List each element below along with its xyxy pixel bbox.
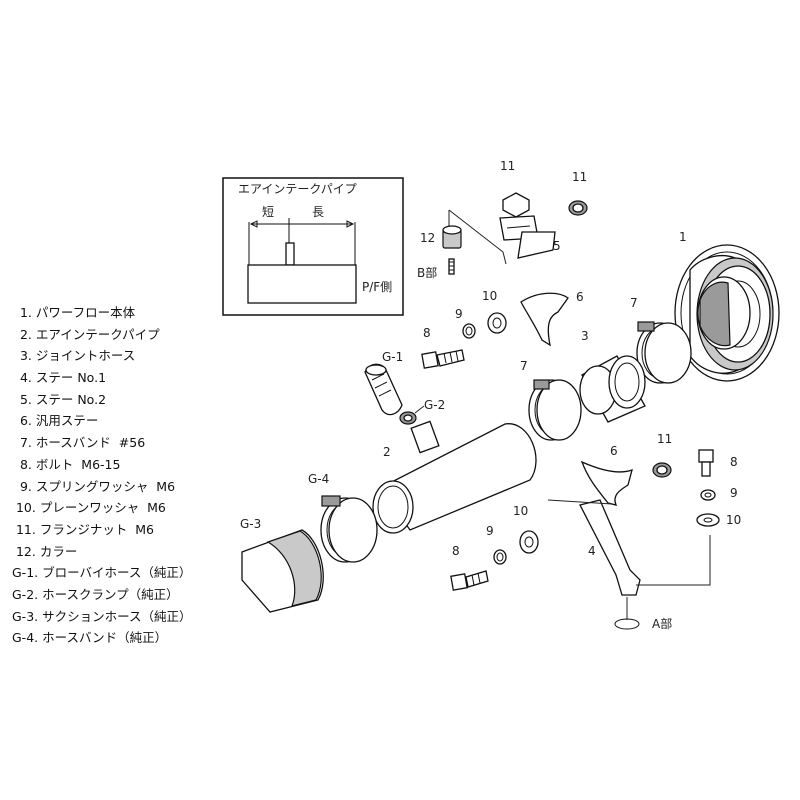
callout-11c: 11: [657, 432, 672, 446]
suction-hose: G-3: [240, 517, 324, 613]
legend-item: 10. プレーンワッシャ M6: [12, 500, 166, 516]
legend-item: 2. エアインテークパイプ: [12, 326, 160, 342]
detail-b-label: B部: [417, 265, 437, 280]
legend-item: 3. ジョイントホース: [12, 348, 136, 364]
callout-7b: 7: [520, 359, 528, 373]
legend-item: 1. パワーフロー本体: [12, 305, 136, 320]
legend-item: 11. フランジナット M6: [12, 521, 155, 537]
oem-hose-band: G-4: [308, 472, 378, 563]
callout-10c: 10: [726, 513, 741, 527]
callout-7a: 7: [630, 296, 638, 310]
callout-g2: G-2: [424, 398, 445, 412]
upper-bracket-group: 11 11 5 12 B部: [417, 159, 588, 280]
inset-long-label: 長: [312, 205, 324, 219]
legend-item: 5. ステー No.2: [12, 391, 107, 407]
blow-by-hose: G-1: [364, 350, 403, 416]
legend-item: G-1. ブローバイホース（純正）: [12, 565, 192, 581]
callout-5: 5: [553, 239, 561, 253]
inset-side-label: P/F側: [362, 280, 392, 294]
lower-hardware: 8 9 10: [450, 504, 539, 591]
orientation-inset: エアインテークパイプ 短 長 P/F側: [222, 177, 404, 316]
callout-4: 4: [588, 544, 596, 558]
callout-11b: 11: [572, 170, 587, 184]
legend-item: G-2. ホースクランプ（純正）: [12, 586, 179, 602]
legend-item: G-4. ホースバンド（純正）: [12, 630, 168, 646]
legend-item: 7. ホースバンド #56: [12, 435, 146, 451]
callout-g1: G-1: [382, 350, 403, 364]
callout-1: 1: [679, 230, 687, 244]
inset-title: エアインテークパイプ: [238, 182, 357, 196]
callout-6b: 6: [610, 444, 618, 458]
upper-hardware: 8 9 10: [421, 289, 507, 369]
callout-3: 3: [581, 329, 589, 343]
joint-hose: 3: [579, 329, 646, 423]
callout-g3: G-3: [240, 517, 261, 531]
callout-8a: 8: [423, 326, 431, 340]
callout-2: 2: [383, 445, 391, 459]
callout-11a: 11: [500, 159, 515, 173]
callout-6a: 6: [576, 290, 584, 304]
inset-short-label: 短: [262, 205, 274, 219]
callout-10b: 10: [513, 504, 528, 518]
generic-stay-upper: 6: [520, 290, 584, 347]
callout-8c: 8: [452, 544, 460, 558]
lower-bracket-group: 6 11 4 A部 8 9 10: [547, 432, 741, 631]
legend-item: 12. カラー: [12, 543, 78, 559]
hose-clamp: G-2: [399, 398, 445, 425]
parts-legend: 1. パワーフロー本体 2. エアインテークパイプ 3. ジョイントホース 4.…: [12, 302, 191, 649]
callout-12: 12: [420, 231, 435, 245]
hose-band-upper: 7: [630, 296, 692, 384]
detail-a-label: A部: [652, 616, 672, 631]
callout-9b: 9: [486, 524, 494, 538]
legend-item: 8. ボルト M6-15: [12, 456, 121, 472]
callout-9c: 9: [730, 486, 738, 500]
power-flow-body: 1: [674, 230, 780, 382]
callout-10a: 10: [482, 289, 497, 303]
legend-item: 4. ステー No.1: [12, 370, 107, 386]
air-intake-pipe: 2: [372, 420, 537, 534]
legend-item: 9. スプリングワッシャ M6: [12, 478, 176, 494]
hose-band-lower: 7: [520, 359, 582, 441]
legend-item: 6. 汎用ステー: [12, 413, 99, 429]
callout-9a: 9: [455, 307, 463, 321]
callout-g4: G-4: [308, 472, 329, 486]
legend-item: G-3. サクションホース（純正）: [12, 608, 192, 624]
callout-8b: 8: [730, 455, 738, 469]
